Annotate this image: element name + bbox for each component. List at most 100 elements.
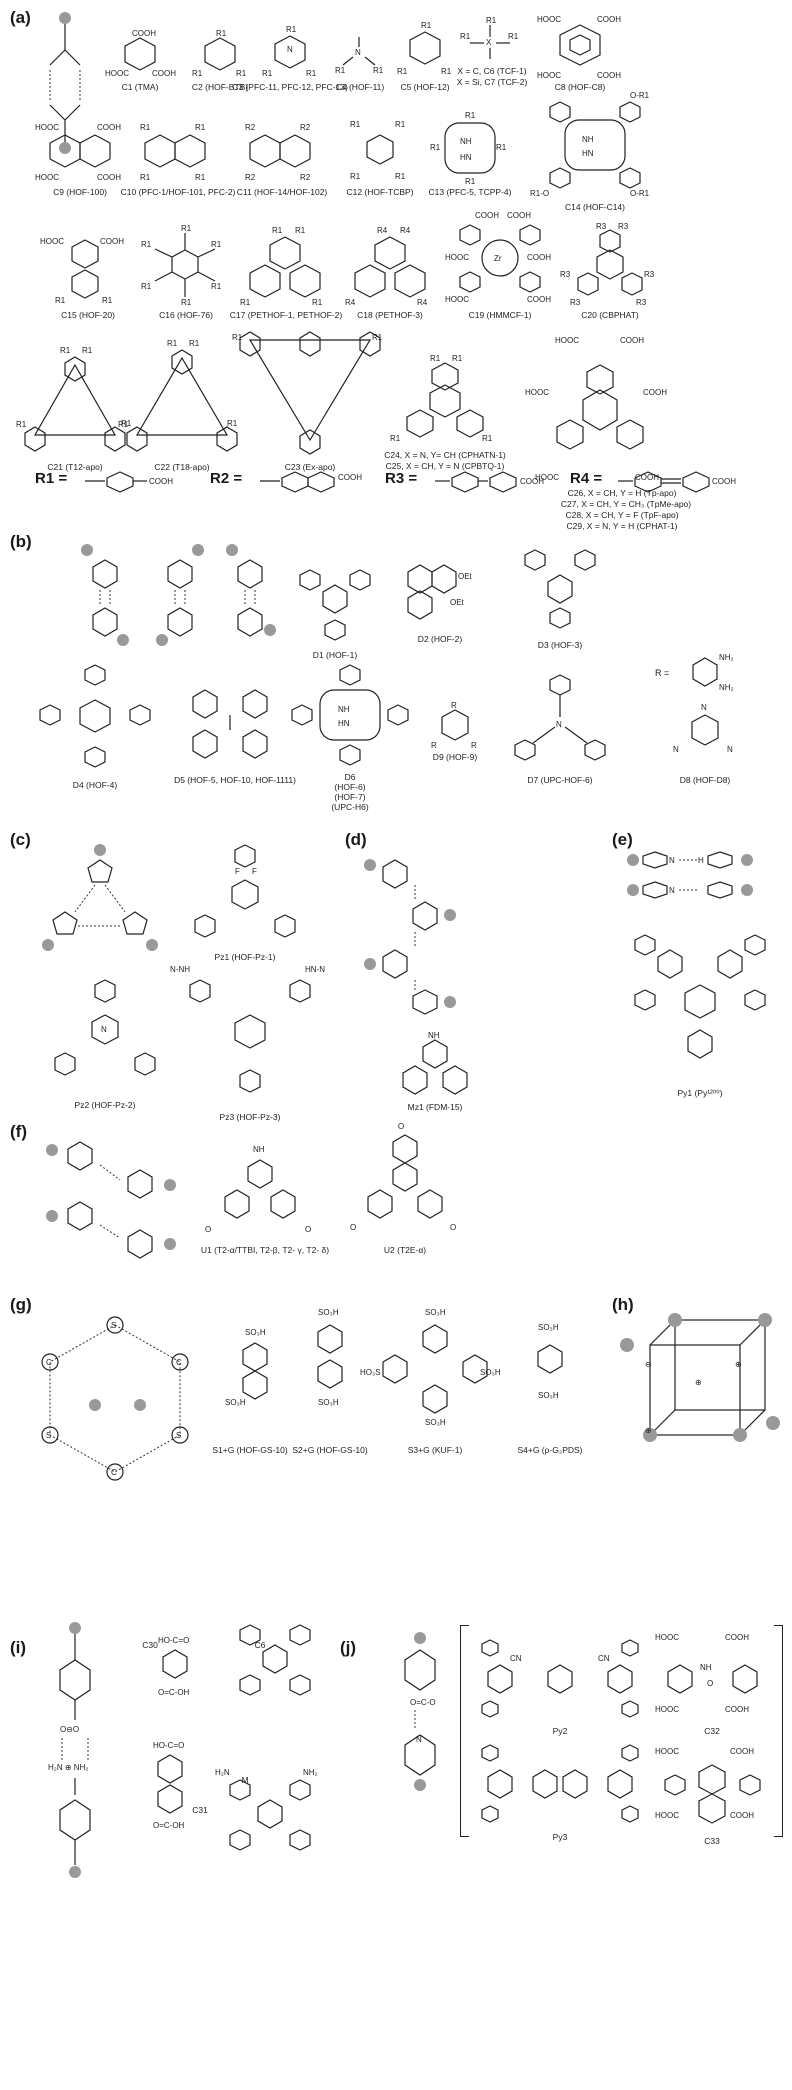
svg-text:N: N (556, 720, 562, 729)
ion-pair-cube-motif: ⊖⊕⊕⊕ (620, 1313, 780, 1442)
svg-text:NH: NH (428, 1031, 440, 1040)
svg-text:HOOC: HOOC (535, 473, 559, 482)
label-c24: C24, X = N, Y= CH (CPHATN-1) (384, 450, 506, 460)
svg-text:R1: R1 (272, 226, 283, 235)
svg-text:O: O (350, 1223, 356, 1232)
svg-text:S: S (111, 1321, 116, 1330)
label-s1: S1+G (HOF-GS-10) (212, 1445, 288, 1455)
structure-c6-tetra (239, 1624, 311, 1696)
r2-definition: R2 = (210, 470, 243, 487)
bracket-right (774, 1625, 783, 1837)
svg-text:O: O (305, 1225, 311, 1234)
svg-text:R1: R1 (430, 143, 441, 152)
svg-text:R1: R1 (390, 434, 401, 443)
r4-substituent: COOH (618, 471, 736, 493)
svg-text:HN: HN (582, 149, 594, 158)
svg-text:R1: R1 (312, 298, 323, 307)
svg-text:O⊖O: O⊖O (60, 1725, 79, 1734)
svg-text:O=C-O: O=C-O (410, 1698, 436, 1707)
label-c29: C29, X = N, Y = H (CPHAT-1) (566, 521, 678, 531)
svg-text:R1: R1 (16, 420, 27, 429)
svg-text:N: N (416, 1735, 422, 1744)
panel-h-label: (h) (612, 1295, 634, 1314)
svg-text:R1: R1 (189, 339, 200, 348)
svg-text:N: N (287, 45, 293, 54)
structure-d4 (39, 664, 151, 768)
label-u1: U1 (T2-α/TTBI, T2-β, T2- γ, T2- δ) (200, 1245, 330, 1255)
svg-text:COOH: COOH (132, 29, 156, 38)
svg-text:COOH: COOH (149, 477, 173, 486)
label-c16: C16 (HOF-76) (159, 310, 213, 320)
svg-text:NH: NH (460, 137, 472, 146)
svg-text:R1: R1 (211, 240, 222, 249)
svg-text:HOOC: HOOC (655, 1633, 679, 1642)
svg-text:COOH: COOH (338, 473, 362, 482)
svg-text:R1: R1 (195, 123, 206, 132)
svg-text:R1: R1 (421, 21, 432, 30)
urea-chain-motif (46, 1141, 176, 1259)
structure-pz2: N (54, 979, 156, 1076)
label-pz2: Pz2 (HOF-Pz-2) (74, 1100, 136, 1110)
svg-text:R1: R1 (372, 333, 383, 342)
svg-text:NH₂: NH₂ (719, 683, 734, 692)
svg-text:⊕: ⊕ (695, 1378, 702, 1387)
svg-text:R3: R3 (618, 222, 629, 231)
svg-text:COOH: COOH (643, 388, 667, 397)
svg-text:HOOC: HOOC (655, 1747, 679, 1756)
svg-text:H₂N: H₂N (215, 1768, 230, 1777)
svg-text:SO₃H: SO₃H (225, 1398, 246, 1407)
svg-text:R1: R1 (335, 66, 346, 75)
label-c14: C14 (HOF-C14) (565, 202, 625, 212)
svg-text:COOH: COOH (635, 473, 659, 482)
svg-text:R: R (431, 741, 437, 750)
label-c7: X = Si, C7 (TCF-2) (456, 77, 528, 87)
label-c20: C20 (CBPHAT) (581, 310, 639, 320)
label-d5: D5 (HOF-5, HOF-10, HOF-1111) (174, 775, 296, 785)
svg-text:O=C-OH: O=C-OH (158, 1688, 190, 1697)
svg-text:R1: R1 (295, 226, 306, 235)
svg-text:Zr: Zr (494, 254, 502, 263)
svg-text:R1: R1 (465, 177, 476, 186)
svg-text:COOH: COOH (597, 71, 621, 80)
label-c3: C3 (PFC-11, PFC-12, PFC-13) (232, 82, 348, 92)
svg-text:NH₂: NH₂ (303, 1768, 318, 1777)
svg-text:R1: R1 (211, 282, 222, 291)
r2-substituent: COOH (260, 471, 362, 493)
svg-text:COOH: COOH (475, 211, 499, 220)
svg-text:SO₃H: SO₃H (538, 1391, 559, 1400)
label-c28: C28, X = CH, Y = F (TpF-apo) (565, 510, 679, 520)
label-s2: S2+G (HOF-GS-10) (292, 1445, 368, 1455)
label-c22: C22 (T18-apo) (154, 462, 210, 472)
svg-text:N-NH: N-NH (170, 965, 190, 974)
svg-text:R2: R2 (245, 123, 256, 132)
label-m: M (241, 1775, 249, 1785)
carboxyl-pyridine-motif: O=C-O N (404, 1632, 436, 1791)
svg-text:HOOC: HOOC (525, 388, 549, 397)
svg-text:R2: R2 (245, 173, 256, 182)
svg-text:F: F (235, 867, 240, 876)
structure-c31: HO-C=OO=C-OH (153, 1741, 185, 1830)
label-d8: D8 (HOF-D8) (679, 775, 731, 785)
svg-text:F: F (252, 867, 257, 876)
r1-substituent: COOH (85, 471, 173, 493)
svg-text:R4: R4 (400, 226, 411, 235)
svg-text:NH: NH (700, 1663, 712, 1672)
svg-text:R1: R1 (167, 339, 178, 348)
label-d6: D6 (344, 772, 356, 782)
svg-text:NH: NH (582, 135, 594, 144)
